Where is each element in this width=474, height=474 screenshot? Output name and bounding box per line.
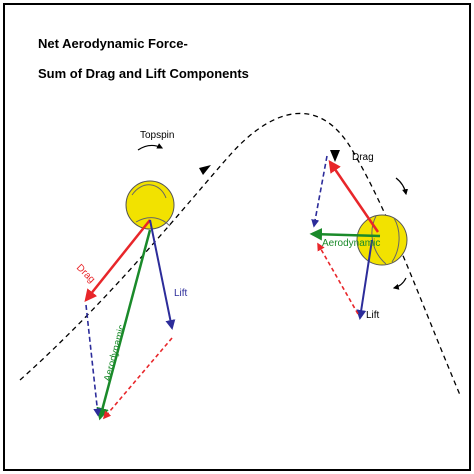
- right-drag-arrow: [328, 159, 380, 233]
- left-drag-arrow: [84, 219, 151, 302]
- right-net-force-arrow: [309, 228, 381, 241]
- right-lift-arrow: [356, 239, 373, 320]
- left-ball-group: Topspin Drag Lift Aerodynamic: [74, 130, 188, 421]
- right-ball-group: Drag Lift Aerodynamic: [309, 152, 408, 321]
- left-ball: [125, 180, 175, 230]
- right-net-force-label: Aerodynamic: [322, 238, 380, 249]
- left-net-force-arrow: [96, 229, 152, 421]
- right-lift-label: Lift: [366, 310, 380, 321]
- diagram-title-line2: Sum of Drag and Lift Components: [38, 66, 249, 81]
- trajectory-direction-arrow-left: [199, 165, 211, 175]
- left-ball-seam: [131, 184, 167, 199]
- left-lift-arrow: [149, 219, 176, 330]
- diagram-frame: [3, 3, 471, 471]
- left-net-force-label: Aerodynamic: [102, 324, 128, 383]
- right-drag-component-dashed: [317, 242, 359, 315]
- left-drag-component-dashed: [102, 337, 173, 420]
- right-spin-arrow-bottom: [392, 277, 407, 290]
- left-lift-component-dashed: [85, 304, 102, 417]
- topspin-arrow: [137, 143, 164, 151]
- left-drag-label: Drag: [74, 262, 97, 285]
- right-drag-label: Drag: [352, 152, 374, 163]
- topspin-label: Topspin: [140, 130, 174, 141]
- diagram-title-line1: Net Aerodynamic Force-: [38, 36, 188, 51]
- trajectory-direction-arrow-right: [330, 150, 340, 162]
- left-lift-label: Lift: [174, 288, 188, 299]
- right-lift-component-dashed: [311, 155, 328, 228]
- right-ball-seam-right: [391, 217, 400, 263]
- left-ball-seam-lower: [135, 217, 171, 227]
- right-spin-arrow-top: [395, 177, 408, 196]
- ball-trajectory: [19, 112, 461, 396]
